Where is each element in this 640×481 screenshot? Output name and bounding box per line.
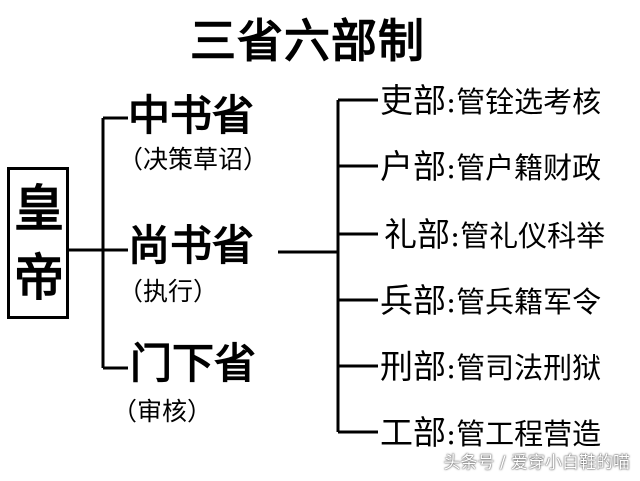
department-menxia-name: 门下省 [130, 339, 257, 388]
ministry-li: 吏部 : 管铨选考核 [380, 84, 601, 118]
ministry-name: 户部 [380, 147, 446, 186]
emperor-char-2: 帝 [14, 249, 64, 307]
ministry-name: 工部 [380, 413, 446, 452]
ministry-bing: 兵部 : 管兵籍军令 [380, 284, 601, 318]
department-zhongshu-name: 中书省 [128, 91, 255, 140]
ministry-hu: 户部 : 管户籍财政 [380, 150, 601, 184]
ministry-gong: 工部 : 管工程营造 [380, 416, 601, 450]
ministry-colon: : [446, 85, 457, 120]
emperor-char-1: 皇 [14, 180, 64, 238]
department-menxia-role: （审核） [112, 397, 213, 426]
watermark: 头条号 / 爱穿小白鞋的喵 [443, 453, 630, 473]
ministry-name: 礼部 [384, 215, 450, 254]
ministry-duty: 管户籍财政 [456, 151, 602, 185]
ministry-duty: 管兵籍军令 [456, 285, 602, 319]
diagram-title: 三省六部制 [190, 14, 425, 68]
department-shangshu-role: （执行） [118, 277, 219, 306]
ministry-duty: 管礼仪科举 [460, 219, 606, 253]
ministry-colon: : [450, 219, 461, 254]
ministry-name: 兵部 [380, 281, 446, 320]
ministry-xing: 刑部 : 管司法刑狱 [380, 350, 601, 384]
ministry-duty: 管司法刑狱 [456, 351, 602, 385]
ministry-colon: : [446, 417, 457, 452]
emperor-box: 皇 帝 [7, 167, 69, 319]
department-shangshu-name: 尚书省 [128, 221, 255, 270]
ministry-duty: 管工程营造 [456, 417, 602, 451]
ministry-li-rites: 礼部 : 管礼仪科举 [384, 218, 605, 252]
ministry-colon: : [446, 285, 457, 320]
ministry-colon: : [446, 351, 457, 386]
ministry-duty: 管铨选考核 [456, 85, 602, 119]
ministry-name: 吏部 [380, 81, 446, 120]
ministry-name: 刑部 [380, 347, 446, 386]
ministry-colon: : [446, 151, 457, 186]
department-zhongshu-role: （决策草诏） [118, 145, 269, 174]
